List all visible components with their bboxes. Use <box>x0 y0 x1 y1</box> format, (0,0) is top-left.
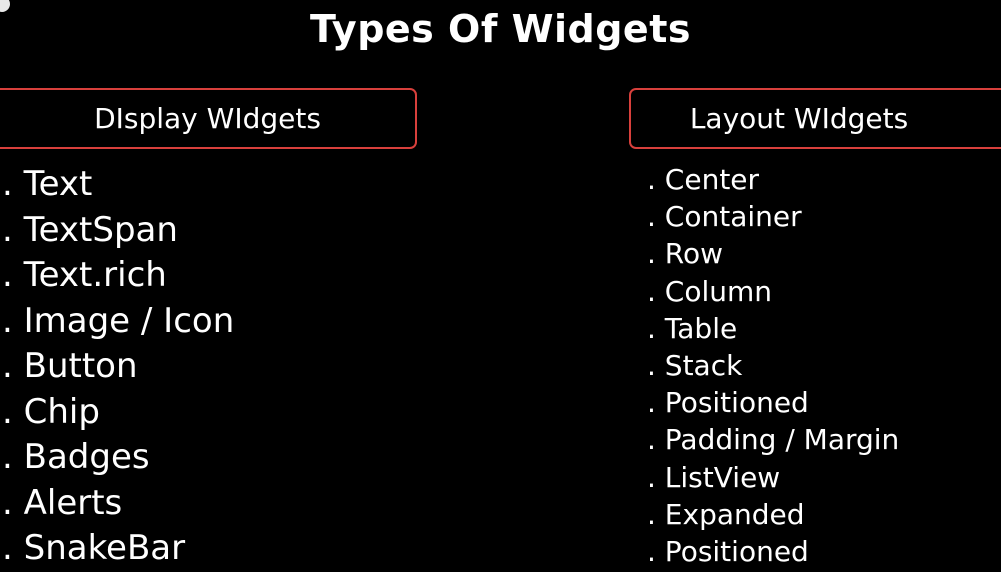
list-item: . Text <box>2 164 93 204</box>
list-item: . TextSpan <box>2 209 178 250</box>
list-item: . Row <box>647 237 724 271</box>
list-item: . Column <box>647 274 773 308</box>
list-item: . Stack <box>647 348 743 382</box>
layout-widgets-label: Layout WIdgets <box>689 102 909 135</box>
list-item: . Alerts <box>2 482 123 523</box>
corner-circle <box>0 0 10 12</box>
page-title: Types Of Widgets <box>310 7 691 51</box>
list-item: . Button <box>2 346 138 386</box>
display-widgets-box: DIsplay WIdgets <box>0 88 417 149</box>
list-item: . Positioned <box>647 386 809 420</box>
list-item: . SnakeBar <box>2 528 186 568</box>
display-widgets-label: DIsplay WIdgets <box>94 102 321 135</box>
list-item: . Image / Icon <box>2 300 235 341</box>
list-item: . Chip <box>2 391 100 432</box>
list-item: . Positioned <box>647 534 809 568</box>
layout-widgets-box: Layout WIdgets <box>629 88 1001 149</box>
list-item: . Badges <box>2 437 150 477</box>
list-item: . Text.rich <box>2 255 167 295</box>
list-item: . ListView <box>647 460 781 494</box>
display-widgets-list: . Text . TextSpan . Text.rich . Image / … <box>2 162 234 572</box>
list-item: . Table <box>647 311 738 345</box>
layout-widgets-list: . Center . Container . Row . Column . Ta… <box>647 161 899 570</box>
list-item: . Expanded <box>647 497 805 531</box>
list-item: . Center <box>647 163 760 196</box>
list-item: . Padding / Margin <box>647 423 900 457</box>
list-item: . Container <box>647 200 802 234</box>
